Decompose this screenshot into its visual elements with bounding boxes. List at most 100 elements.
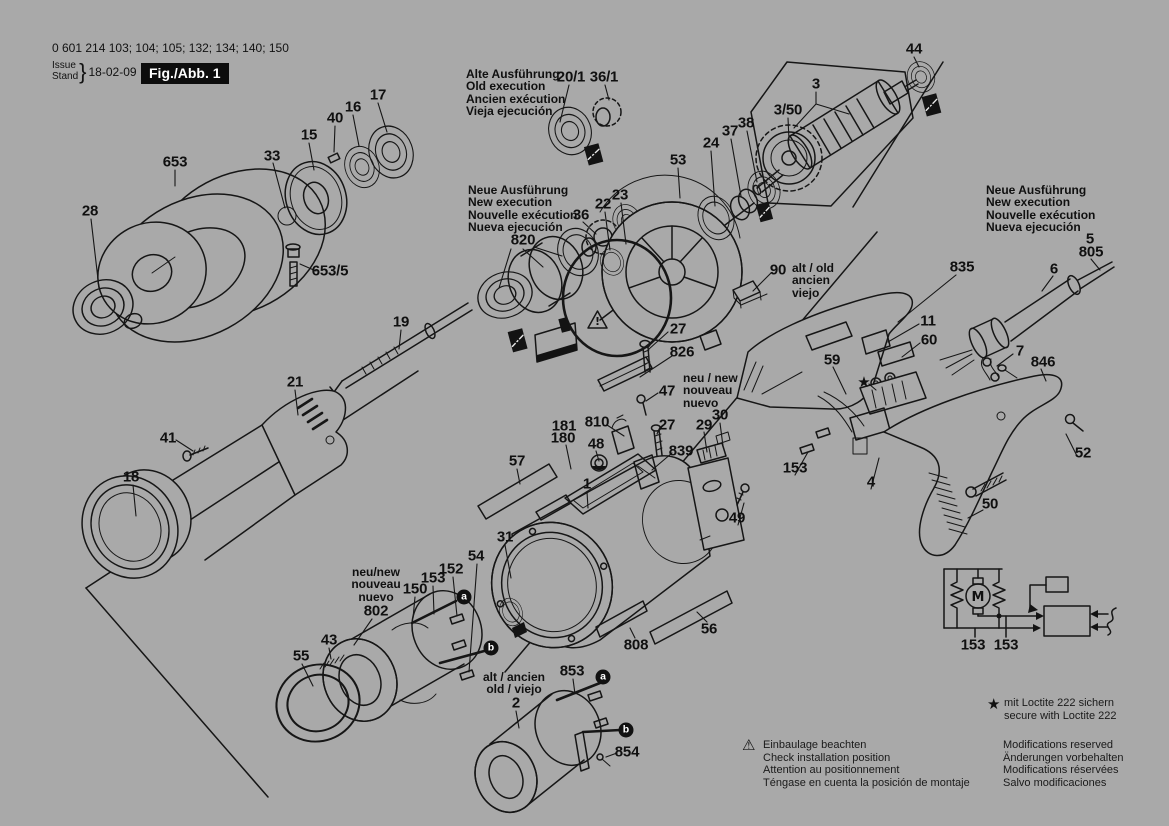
armature-highlight [750, 61, 914, 207]
part-label-57: 57 [508, 452, 526, 470]
svg-text:!: ! [595, 315, 600, 328]
part-label-820: 820 [510, 231, 536, 249]
leader-lines [90, 56, 1101, 758]
part-label-153: 153 [960, 636, 986, 654]
armature-3 [752, 57, 940, 196]
part-label-4: 4 [866, 473, 876, 491]
part-label-15: 15 [300, 126, 318, 144]
part-label-3-50: 3/50 [773, 101, 803, 119]
motor-housing-1 [477, 453, 733, 649]
variant-marker-b: b [618, 722, 634, 738]
loctite-star-marker: ★ [857, 373, 870, 391]
part-label-54: 54 [467, 547, 485, 565]
part-label-808: 808 [623, 636, 649, 654]
part-label-23: 23 [611, 186, 629, 204]
variant-marker-a: a [595, 669, 611, 685]
part-label-835: 835 [949, 258, 975, 276]
part-label-16: 16 [344, 98, 362, 116]
part-label-36: 36 [572, 206, 590, 224]
variant-marker-b: b [483, 640, 499, 656]
part-label-48: 48 [587, 435, 605, 453]
part-label-802: 802 [363, 602, 389, 620]
part-label-153: 153 [782, 459, 808, 477]
part-label-17: 17 [369, 86, 387, 104]
part-label-27: 27 [658, 416, 676, 434]
part-label-28: 28 [81, 202, 99, 220]
part-label-30: 30 [711, 406, 729, 424]
part-label-24: 24 [702, 134, 720, 152]
part-label-56: 56 [700, 620, 718, 638]
variant-marker-a: a [456, 589, 472, 605]
part-label-59: 59 [823, 351, 841, 369]
part-label-3: 3 [811, 75, 821, 93]
brace-glyph: } [79, 58, 87, 84]
part-label-853: 853 [559, 662, 585, 680]
part-label-37: 37 [721, 122, 739, 140]
part-label-21: 21 [286, 373, 304, 391]
svg-text:M: M [972, 590, 985, 605]
part-label-50: 50 [981, 495, 999, 513]
part-label-47: 47 [658, 382, 676, 400]
brush-hardware [495, 339, 750, 638]
field-2-old [474, 681, 622, 813]
part-label-52: 52 [1074, 444, 1092, 462]
part-label-31: 31 [496, 528, 514, 546]
part-label-653: 653 [162, 153, 188, 171]
part-label-44: 44 [905, 40, 923, 58]
part-label-181: 181 [551, 417, 577, 435]
part-label-805: 805 [1078, 243, 1104, 261]
part-label-55: 55 [292, 647, 310, 665]
wiring-schematic: M [943, 568, 1117, 638]
part-label-27: 27 [669, 320, 687, 338]
type-number-list: 0 601 214 103; 104; 105; 132; 134; 140; … [52, 41, 289, 55]
part-label-41: 41 [159, 429, 177, 447]
part-label-60: 60 [920, 331, 938, 349]
part-label-33: 33 [263, 147, 281, 165]
handle-switch-group [732, 261, 1115, 557]
part-label-40: 40 [326, 109, 344, 127]
part-label-6: 6 [1049, 260, 1059, 278]
part-label-2: 2 [511, 694, 521, 712]
part-label-53: 53 [669, 151, 687, 169]
part-label-7: 7 [1015, 342, 1025, 360]
guard-653-group [63, 119, 421, 345]
part-label-153: 153 [993, 636, 1019, 654]
field-802-new [264, 590, 490, 755]
part-label-38: 38 [737, 114, 755, 132]
part-label-826: 826 [669, 343, 695, 361]
part-label-49: 49 [728, 509, 746, 527]
part-label-653-5: 653/5 [311, 262, 349, 280]
part-label-180: 180 [550, 429, 576, 447]
part-label-22: 22 [594, 195, 612, 213]
part-label-20-1: 20/1 [556, 68, 586, 86]
warning-icon: ⚠ [742, 736, 756, 754]
part-label-43: 43 [320, 631, 338, 649]
warning-triangle-icon: ! [587, 310, 608, 329]
part-label-19: 19 [392, 313, 410, 331]
part-label-18: 18 [122, 468, 140, 486]
part-label-90: 90 [769, 261, 787, 279]
part-label-5: 5 [1085, 230, 1095, 248]
part-label-839: 839 [668, 442, 694, 460]
part-label-846: 846 [1030, 353, 1056, 371]
section-markers [507, 93, 942, 353]
part-label-29: 29 [695, 416, 713, 434]
part-label-854: 854 [614, 743, 640, 761]
loctite-star-icon: ★ [987, 695, 1001, 713]
part-label-1: 1 [582, 475, 592, 493]
part-label-11: 11 [920, 312, 936, 330]
spindle-group [81, 302, 473, 579]
part-label-150: 150 [402, 580, 428, 598]
